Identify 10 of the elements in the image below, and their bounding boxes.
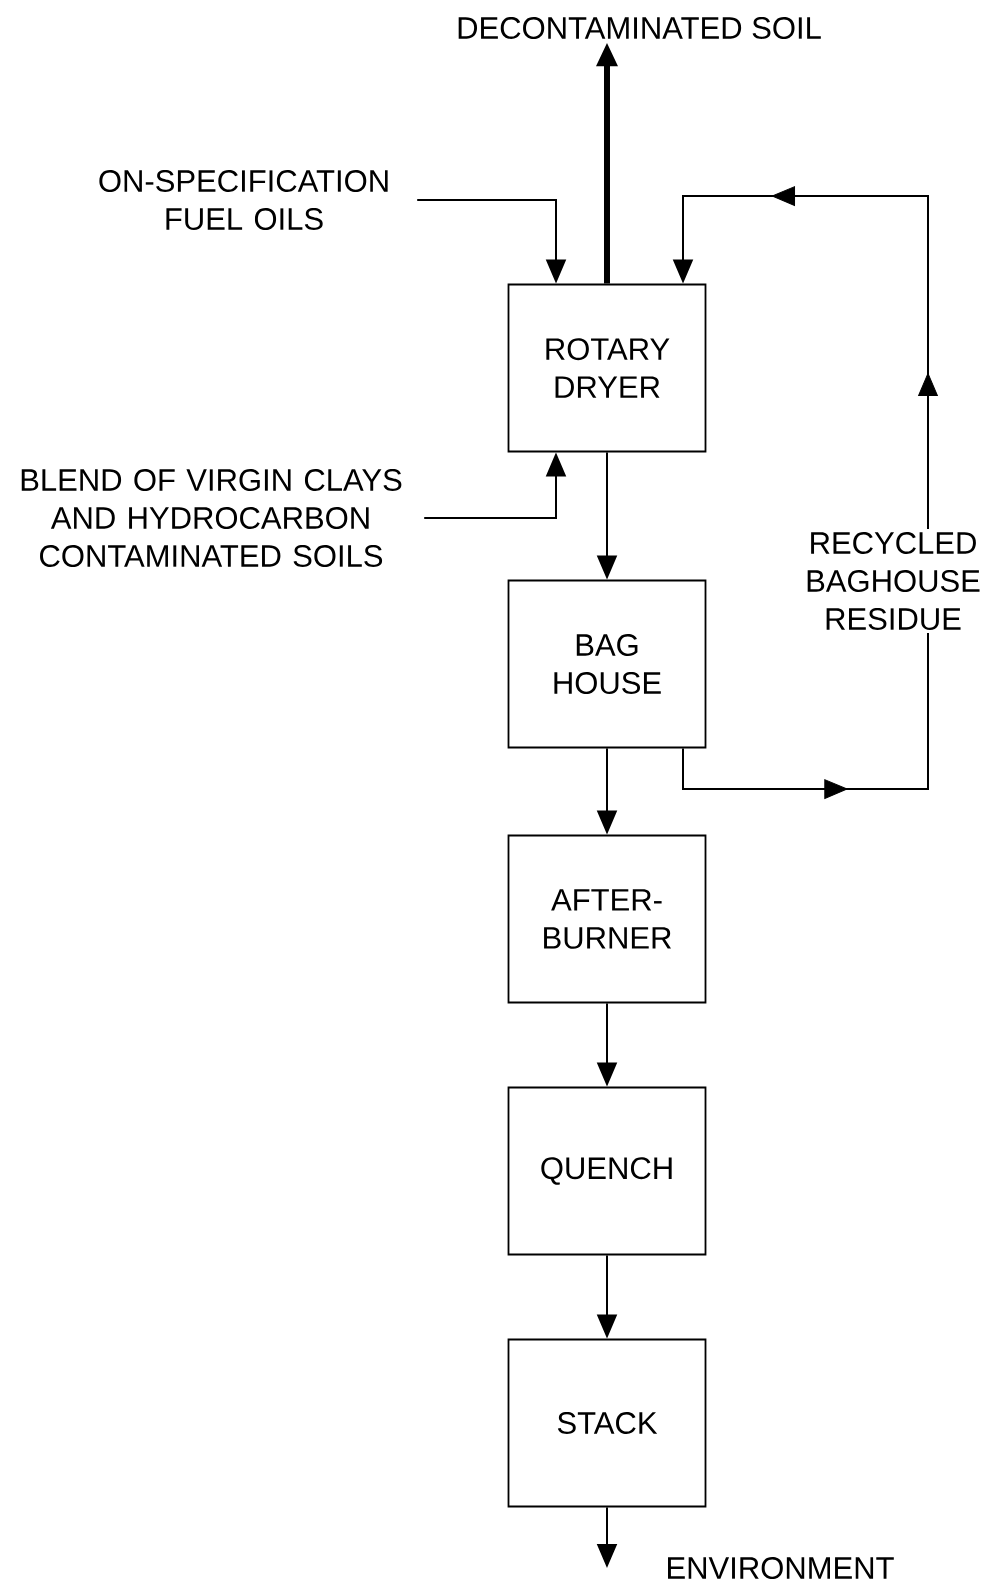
process-box: STACK — [507, 1338, 707, 1508]
flow-label: BLEND OF VIRGIN CLAYS AND HYDROCARBON CONTAMINATED SOILS — [21, 469, 402, 567]
flow-label: ON-SPECIFICATION FUEL OILS — [99, 170, 388, 230]
process-box: ROTARY DRYER — [507, 283, 707, 453]
flow-label: DECONTAMINATED SOIL — [458, 17, 821, 39]
flow-label: ENVIRONMENT — [668, 1557, 894, 1579]
edge-label: RECYCLED BAGHOUSE RESIDUE — [795, 529, 991, 633]
process-box: QUENCH — [507, 1086, 707, 1256]
process-box: AFTER- BURNER — [507, 834, 707, 1004]
process-box: BAG HOUSE — [507, 579, 707, 749]
